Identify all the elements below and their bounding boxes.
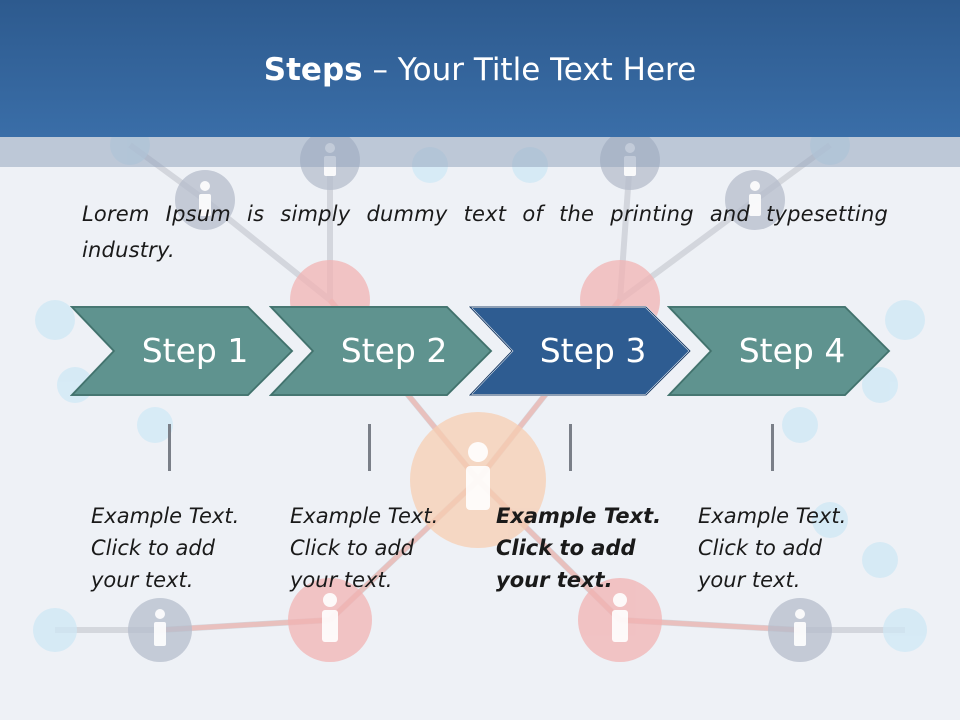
description-line: Click to add bbox=[496, 536, 636, 560]
step-1-chevron[interactable]: Step 1 bbox=[70, 305, 300, 397]
description-line: Example Text. bbox=[698, 504, 847, 528]
description-line: Example Text. bbox=[290, 504, 439, 528]
description-line: your text. bbox=[91, 568, 194, 592]
step-label: Step 1 bbox=[141, 331, 249, 370]
step-label: Step 2 bbox=[340, 331, 448, 370]
title-rest: – Your Title Text Here bbox=[362, 52, 697, 88]
step-shape bbox=[269, 306, 493, 396]
title-bold: Steps bbox=[263, 52, 363, 88]
description-line: your text. bbox=[496, 568, 613, 592]
title-bar bbox=[0, 0, 960, 137]
step-shape bbox=[468, 306, 692, 396]
title-bar-band bbox=[0, 137, 960, 167]
slide-title[interactable]: Steps – Your Title Text Here bbox=[0, 52, 960, 88]
description-line: Click to add bbox=[91, 536, 216, 560]
step-4-connector bbox=[771, 424, 774, 471]
description-line: Click to add bbox=[290, 536, 415, 560]
description-line: Click to add bbox=[698, 536, 823, 560]
step-shape bbox=[667, 306, 891, 396]
step-label: Step 3 bbox=[539, 331, 647, 370]
description-line: your text. bbox=[290, 568, 393, 592]
step-4-description[interactable]: Example Text. Click to add your text. bbox=[698, 500, 868, 596]
step-shape bbox=[70, 306, 294, 396]
step-2-connector bbox=[368, 424, 371, 471]
step-2-description[interactable]: Example Text. Click to add your text. bbox=[290, 500, 460, 596]
step-label: Step 4 bbox=[738, 331, 846, 370]
step-4-chevron[interactable]: Step 4 bbox=[667, 305, 897, 397]
step-3-chevron[interactable]: Step 3 bbox=[468, 305, 698, 397]
step-1-connector bbox=[168, 424, 171, 471]
description-line: your text. bbox=[698, 568, 801, 592]
description-line: Example Text. bbox=[91, 504, 240, 528]
step-2-chevron[interactable]: Step 2 bbox=[269, 305, 499, 397]
description-line: Example Text. bbox=[496, 504, 662, 528]
step-3-description[interactable]: Example Text. Click to add your text. bbox=[496, 500, 666, 596]
step-1-description[interactable]: Example Text. Click to add your text. bbox=[91, 500, 261, 596]
step-3-connector bbox=[569, 424, 572, 471]
intro-text[interactable]: Lorem Ipsum is simply dummy text of the … bbox=[82, 202, 888, 262]
